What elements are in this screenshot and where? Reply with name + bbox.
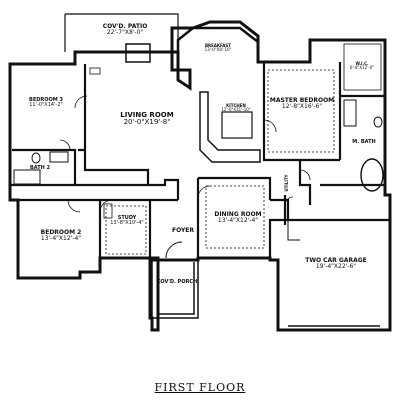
front-door bbox=[165, 241, 183, 259]
room-label-foyer: FOYER bbox=[171, 227, 195, 234]
kitchen-island bbox=[221, 111, 253, 139]
master-inset bbox=[267, 69, 335, 153]
room-label-mbath: M. BATH bbox=[352, 139, 376, 145]
master-tub bbox=[360, 158, 384, 192]
door-swings bbox=[59, 95, 311, 213]
room-label-utility: UTILITY bbox=[283, 174, 289, 192]
study-inset bbox=[105, 205, 147, 255]
dining-inset bbox=[205, 185, 265, 249]
garage-steps bbox=[287, 220, 300, 241]
bath2-tub bbox=[13, 169, 41, 185]
cabinet-living bbox=[89, 67, 101, 75]
bath2-toilet bbox=[31, 152, 41, 164]
exterior-walls bbox=[8, 20, 392, 332]
floor-title: FIRST FLOOR bbox=[154, 381, 246, 394]
room-label-wic: W.I.C.6'-8"X12'-0" bbox=[349, 61, 375, 71]
master-toilet bbox=[373, 116, 383, 128]
bath2-vanity bbox=[49, 151, 69, 163]
kitchen-counter bbox=[199, 91, 261, 163]
master-vanity bbox=[343, 99, 357, 127]
porch-outline bbox=[151, 260, 199, 319]
room-label-bath2: BATH 2 bbox=[29, 165, 51, 171]
wic-shelving bbox=[343, 43, 382, 91]
room-label-porch: COV'D. PORCH bbox=[156, 279, 198, 285]
cabinet-study bbox=[103, 203, 113, 219]
breakfast-bay bbox=[176, 26, 260, 62]
